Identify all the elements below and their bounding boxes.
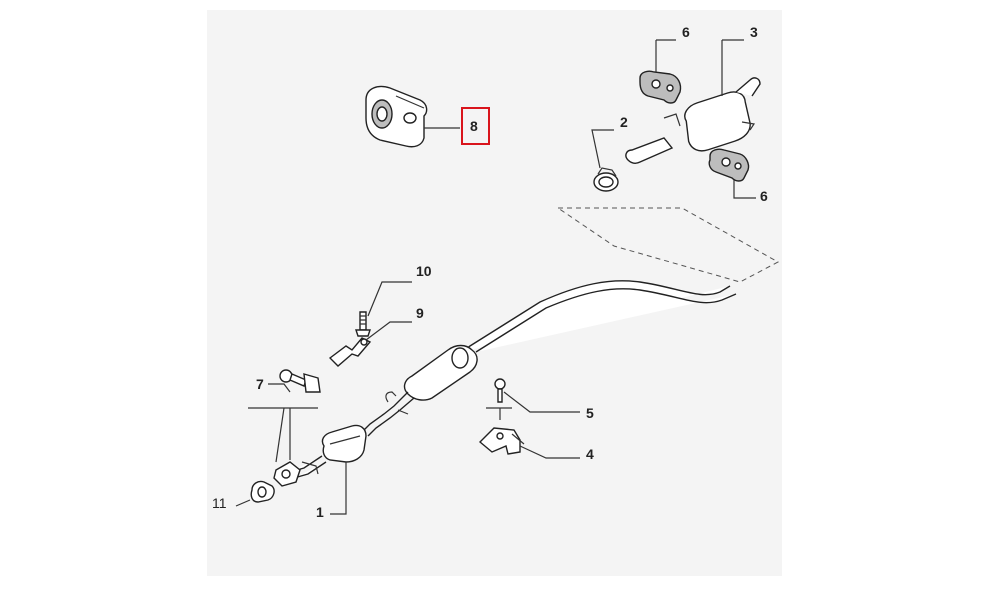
callout-8[interactable]: 8	[470, 118, 478, 134]
callout-1[interactable]: 1	[316, 504, 324, 520]
callout-6-bottom[interactable]: 6	[760, 188, 768, 204]
part-6-hanger-top[interactable]	[639, 70, 682, 104]
leader-7	[268, 383, 291, 393]
part-8-mount[interactable]	[365, 85, 428, 148]
bracket-leaders-7	[275, 407, 291, 463]
callout-10[interactable]: 10	[416, 263, 432, 279]
callout-4[interactable]: 4	[586, 446, 594, 462]
part-4-bracket[interactable]	[478, 427, 525, 455]
part-7-stud[interactable]	[279, 369, 321, 393]
part-2-clamp[interactable]	[593, 167, 619, 192]
part-10-bolt[interactable]	[355, 311, 371, 337]
bracket-line-5	[486, 407, 512, 420]
part-8-highlight-box	[461, 107, 490, 145]
leader-9	[365, 321, 412, 341]
callout-3[interactable]: 3	[750, 24, 758, 40]
leader-11	[235, 499, 251, 507]
part-1-exhaust-pipe[interactable]	[273, 280, 737, 487]
callout-6-top[interactable]: 6	[682, 24, 690, 40]
callout-11[interactable]: 11	[212, 495, 227, 511]
part-11-gasket[interactable]	[250, 480, 275, 503]
part-5-screw[interactable]	[494, 378, 506, 403]
leader-6-bottom	[733, 180, 756, 199]
callout-9[interactable]: 9	[416, 305, 424, 321]
dashed-connector	[556, 207, 780, 283]
leader-1	[330, 462, 347, 515]
leader-5	[503, 391, 580, 413]
callout-2[interactable]: 2	[620, 114, 628, 130]
leader-4	[519, 445, 580, 459]
callout-7[interactable]: 7	[256, 376, 264, 392]
leader-10	[367, 281, 412, 317]
part-3-rear-silencer[interactable]	[625, 77, 761, 165]
callout-5[interactable]: 5	[586, 405, 594, 421]
part-6-hanger-bottom[interactable]	[708, 148, 750, 182]
part-9-bracket[interactable]	[328, 337, 372, 367]
leader-2	[591, 129, 614, 169]
